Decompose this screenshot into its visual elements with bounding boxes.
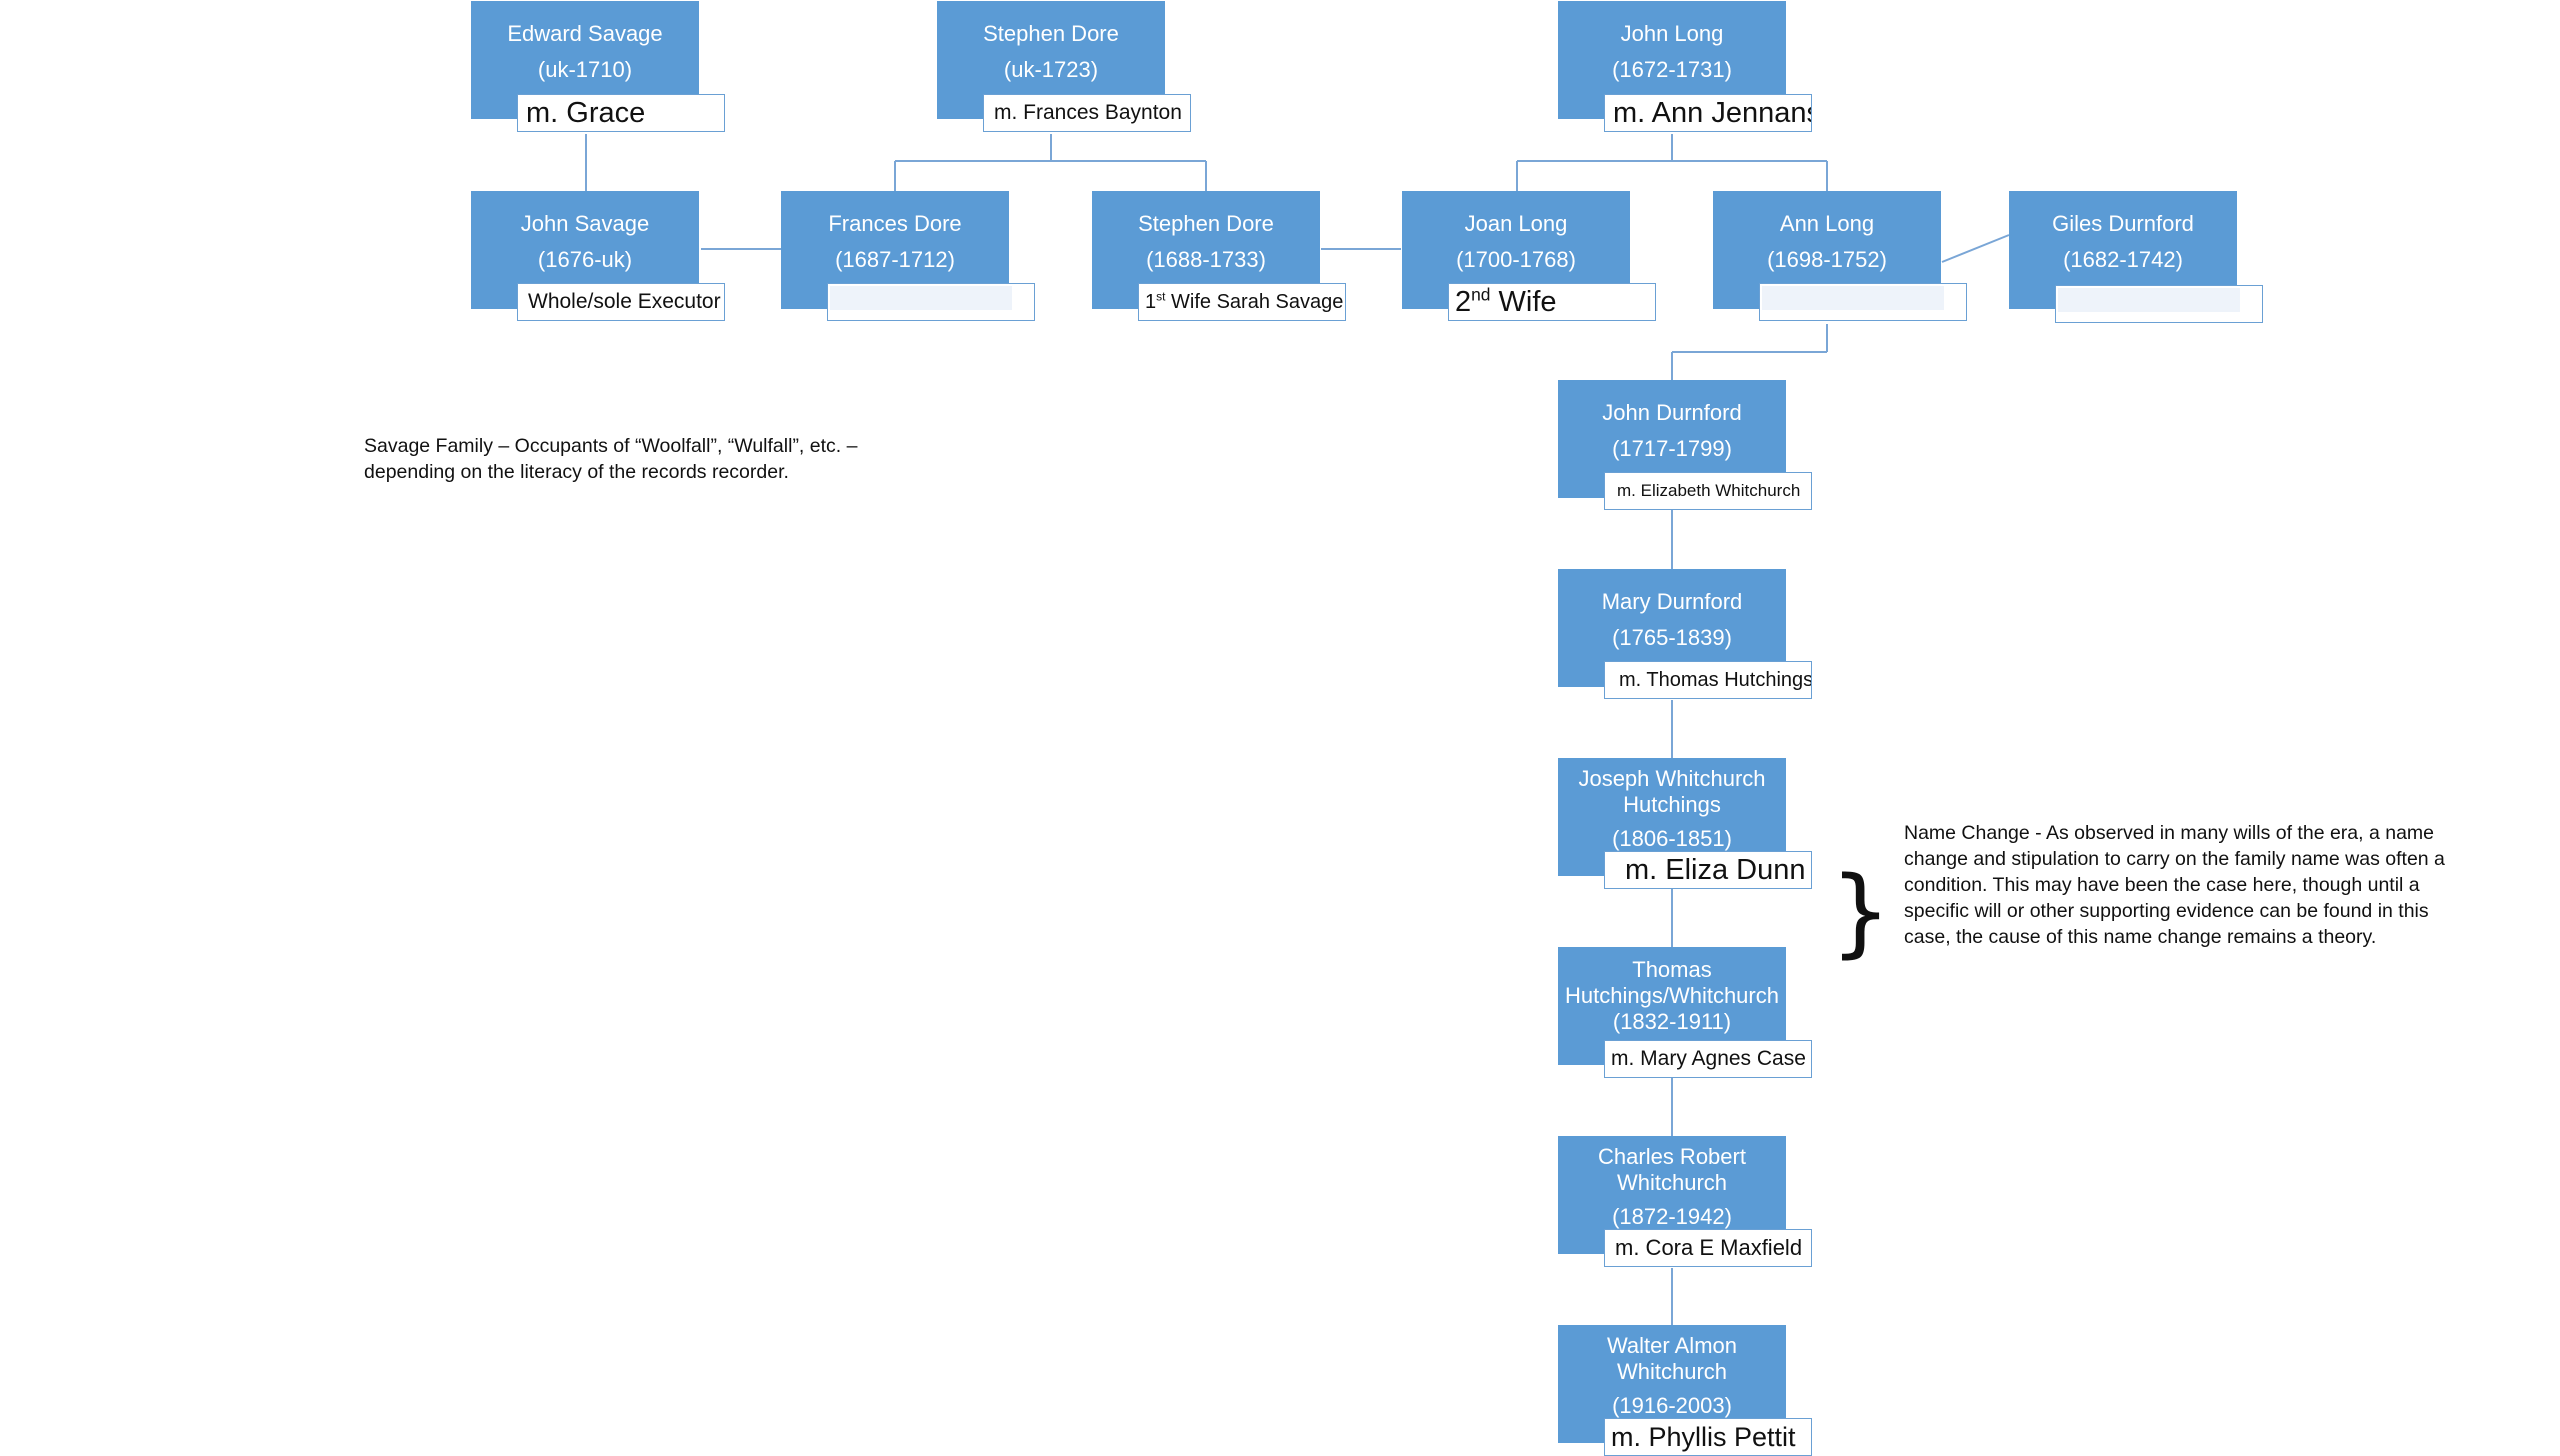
spouse-label: m. Eliza Dunn — [1604, 851, 1812, 889]
person-dates: (uk-1710) — [537, 57, 633, 82]
spouse-ordinal-suffix: st — [1156, 289, 1166, 304]
person-dates: (1916-2003) — [1612, 1393, 1732, 1418]
person-name: Stephen Dore — [983, 21, 1119, 46]
person-thomas-hutchings-whitchurch: Thomas Hutchings/Whitchurch (1832-1911) — [1558, 947, 1786, 1065]
person-dates: (uk-1723) — [1003, 57, 1099, 82]
spouse-text: Wife Sarah Savage — [1165, 291, 1344, 313]
person-name: Walter Almon Whitchurch — [1606, 1333, 1737, 1384]
person-dates: (1682-1742) — [2063, 247, 2183, 272]
spouse-label: m. Cora E Maxfield — [1604, 1229, 1812, 1267]
spouse-label: m. Grace — [517, 94, 725, 132]
name-change-brace: } — [1830, 856, 1892, 968]
person-name: Charles Robert Whitchurch — [1598, 1144, 1746, 1195]
person-dates: (1687-1712) — [835, 247, 955, 272]
spouse-ordinal: 2 — [1455, 286, 1472, 318]
person-dates: (1717-1799) — [1612, 436, 1732, 461]
spouse-ordinal-suffix: nd — [1471, 284, 1491, 305]
spouse-label-blank — [1759, 283, 1967, 321]
spouse-label: m. Phyllis Pettit — [1604, 1418, 1812, 1456]
person-name: Joan Long — [1464, 211, 1568, 236]
savage-family-note: Savage Family – Occupants of “Woolfall”,… — [364, 435, 858, 483]
person-name: Giles Durnford — [2052, 211, 2194, 236]
spouse-text: Wife — [1490, 286, 1557, 318]
person-name: Frances Dore — [828, 211, 962, 236]
spouse-label: m. Frances Baynton — [983, 94, 1191, 132]
person-name: Edward Savage — [507, 21, 663, 46]
person-dates: (1872-1942) — [1612, 1204, 1732, 1229]
person-name: John Durnford — [1602, 400, 1742, 425]
spouse-label: m. Elizabeth Whitchurch — [1604, 472, 1812, 510]
spouse-ordinal: 1 — [1145, 291, 1157, 313]
person-name: John Savage — [520, 211, 650, 236]
person-dates: (1676-uk) — [537, 247, 633, 272]
spouse-label: 1st Wife Sarah Savage — [1138, 283, 1346, 321]
person-dates: (1806-1851) — [1612, 826, 1732, 851]
spouse-label: m. Mary Agnes Case — [1604, 1040, 1812, 1078]
spouse-label: 2nd Wife — [1448, 283, 1656, 321]
person-dates: (1832-1911) — [1612, 1009, 1732, 1034]
person-dates: (1698-1752) — [1767, 247, 1887, 272]
person-name: Stephen Dore — [1138, 211, 1274, 236]
spouse-label: Whole/sole Executor — [517, 283, 725, 321]
person-dates: (1672-1731) — [1612, 57, 1732, 82]
name-change-note: Name Change - As observed in many wills … — [1904, 822, 2445, 948]
person-name: John Long — [1620, 21, 1724, 46]
spouse-label: m. Thomas Hutchings — [1604, 661, 1812, 699]
spouse-label: m. Ann Jennans — [1604, 94, 1812, 132]
person-dates: (1700-1768) — [1456, 247, 1576, 272]
spouse-label-blank — [2055, 285, 2263, 323]
person-name: Joseph Whitchurch Hutchings — [1578, 766, 1766, 817]
person-dates: (1688-1733) — [1146, 247, 1266, 272]
person-name: Ann Long — [1779, 211, 1875, 236]
person-dates: (1765-1839) — [1612, 625, 1732, 650]
spouse-label-blank — [827, 283, 1035, 321]
person-john-savage: John Savage (1676-uk) — [471, 191, 699, 309]
person-name: Mary Durnford — [1601, 589, 1743, 614]
person-name: Thomas Hutchings/Whitchurch — [1565, 957, 1779, 1008]
